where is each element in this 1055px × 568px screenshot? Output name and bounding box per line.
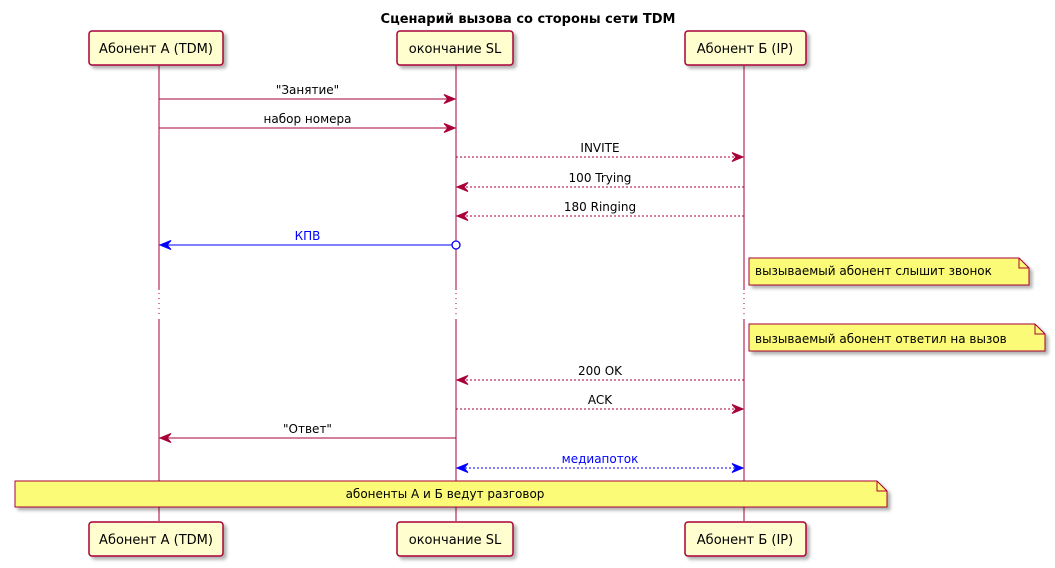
message-4: 100 Trying [455,171,744,192]
message-8: ACK [456,393,745,414]
arrow-head [455,463,469,473]
participant-label: Абонент А (TDM) [99,533,213,548]
note-shape [748,323,1046,352]
participant-box [88,30,224,66]
message-label: "Занятие" [276,83,339,97]
participant-b-bottom: Абонент Б (IP) [684,521,807,557]
participant-sl-top: окончание SL [396,30,514,66]
note-shape [14,480,888,508]
message-3: INVITE [456,141,745,162]
participant-sl-bottom: окончание SL [396,521,514,557]
note-text: вызываемый абонент слышит звонок [755,264,992,278]
arrow-head [731,152,745,162]
arrow-head [443,94,457,104]
message-label: медиапоток [562,452,639,466]
message-10: медиапоток [455,452,745,473]
message-label: INVITE [580,141,619,155]
diagram-title: Сценарий вызова со стороны сети TDM [381,12,676,27]
message-1: "Занятие" [159,83,457,104]
participant-a-top: Абонент А (TDM) [88,30,224,66]
arrow-head [455,182,469,192]
arrow-head [158,433,172,443]
arrow-head [158,240,172,250]
participant-label: окончание SL [409,533,502,548]
message-6: КПВ [158,229,461,250]
participant-box [88,521,224,557]
message-label: ACK [588,393,613,407]
arrow-head [455,375,469,385]
message-7: 200 OK [455,364,744,385]
participant-label: Абонент А (TDM) [99,42,213,57]
note-ringing: вызываемый абонент слышит звонок [748,257,1030,286]
note-conversation: абоненты А и Б ведут разговор [14,480,888,508]
message-label: 100 Trying [569,171,632,185]
message-label: "Ответ" [283,422,332,436]
participant-label: Абонент Б (IP) [697,42,793,57]
participant-box [684,521,807,557]
participant-b-top: Абонент Б (IP) [684,30,807,66]
note-fold [876,481,887,492]
message-label: 200 OK [578,364,623,378]
participant-box [396,521,514,557]
message-label: КПВ [295,229,321,243]
arrow-head [731,404,745,414]
participant-label: Абонент Б (IP) [697,533,793,548]
circle-marker [451,240,461,250]
message-9: "Ответ" [158,422,456,443]
note-text: абоненты А и Б ведут разговор [346,487,545,501]
message-5: 180 Ringing [455,200,744,221]
message-2: набор номера [159,112,457,133]
message-label: 180 Ringing [564,200,636,214]
note-shape [748,257,1030,286]
participant-a-bottom: Абонент А (TDM) [88,521,224,557]
participant-label: окончание SL [409,42,502,57]
message-label: набор номера [264,112,352,126]
arrow-head [455,211,469,221]
participant-box [396,30,514,66]
arrow-head [731,463,745,473]
note-fold [1018,258,1029,269]
arrow-head [443,123,457,133]
note-fold [1034,324,1045,335]
participant-box [684,30,807,66]
note-text: вызываемый абонент ответил на вызов [755,332,1007,346]
note-answered: вызываемый абонент ответил на вызов [748,323,1046,352]
